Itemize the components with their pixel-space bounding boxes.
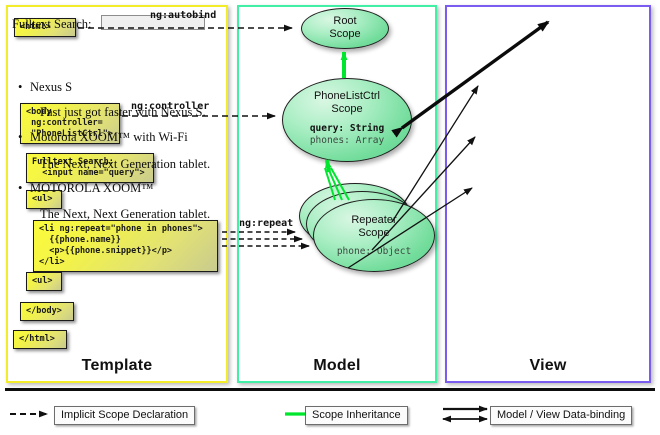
edge-label-ng-autobind: ng:autobind [150,10,217,21]
view-item-snippet-2: The Next, Next Generation tablet. [40,207,211,221]
edge-label-ng-repeat: ng:repeat [239,218,294,229]
legend-label-model-view-data-binding: Model / View Data-binding [490,406,633,425]
list-bullet-icon: • [18,130,23,144]
code-block-fulltext-search: Fulltext Search: <input name="query"> [26,153,154,183]
code-block-li-repeat: <li ng:repeat="phone in phones"> {{phone… [33,220,218,272]
view-search-input[interactable] [101,15,205,30]
legend-label-implicit-scope-declaration: Implicit Scope Declaration [54,406,196,425]
root-scope: Root Scope [301,8,389,49]
phonelistctrl-scope-title-line1: PhoneListCtrl [313,90,381,102]
panel-view: View [445,5,651,383]
view-search-label: Fulltext Search: [12,17,92,31]
code-block-ul-open: <ul> [26,190,62,209]
repeater-scope-prop-phone: phone: Object [336,246,412,257]
view-list-item-2: • MOTOROLA XOOM™ [18,181,154,196]
view-item-snippet-1: The Next, Next Generation tablet. [40,157,211,171]
view-list-item-1: • Motorola XOOM™ with Wi-Fi [18,130,188,145]
repeater-scope-title-line2: Scope [358,227,390,239]
legend-label-scope-inheritance: Scope Inheritance [305,406,408,425]
phonelistctrl-scope: PhoneListCtrl Scope query: String phones… [282,78,412,162]
panel-template-label: Template [81,357,153,374]
phonelistctrl-scope-prop-query: query: String [309,123,385,134]
view-item-name-2: MOTOROLA XOOM™ [30,181,154,195]
phonelistctrl-scope-prop-phones: phones: Array [309,135,385,146]
code-block-html-close: </html> [13,330,67,349]
repeater-scope: Repeater Scope phone: Object [313,199,435,272]
edge-label-ng-controller: ng:controller [131,101,210,112]
root-scope-title-line2: Scope [329,28,361,40]
code-block-body-open: <body ng:controller= "PhoneListCtrl"> [20,103,120,144]
panel-model-label: Model [313,357,361,374]
legend-divider [5,388,655,391]
view-item-name-0: Nexus S [30,80,73,94]
panel-view-label: View [529,357,567,374]
code-block-ul-close: <ul> [26,272,62,291]
view-list-item-0: • Nexus S [18,80,73,95]
root-scope-title-line1: Root [333,15,357,27]
code-block-body-close: </body> [20,302,74,321]
view-item-name-1: Motorola XOOM™ with Wi-Fi [30,130,188,144]
phonelistctrl-scope-title-line2: Scope [331,103,363,115]
list-bullet-icon: • [18,80,23,94]
repeater-scope-title-line1: Repeater [351,214,397,226]
list-bullet-icon: • [18,181,23,195]
code-block-html-open: <html> [14,18,76,37]
